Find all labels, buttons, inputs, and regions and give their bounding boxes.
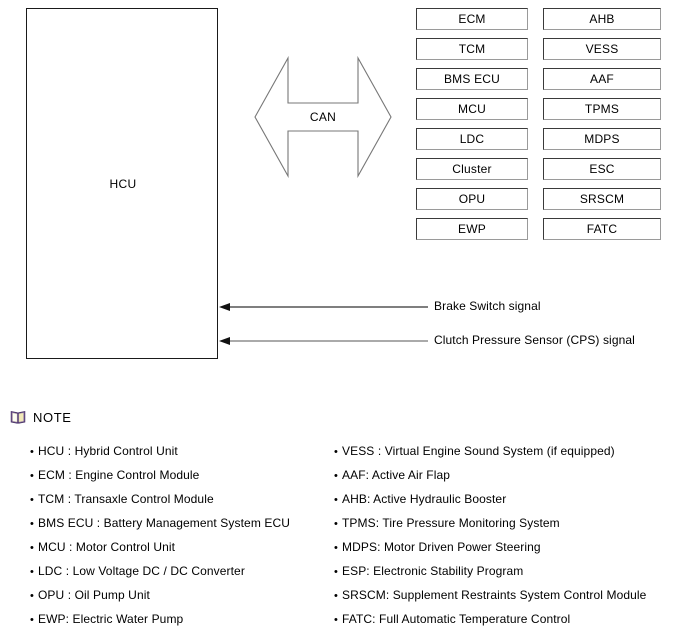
module-box[interactable]: ECM [416,8,528,30]
note-item-text: HCU : Hybrid Control Unit [38,444,178,458]
note-item-text: LDC : Low Voltage DC / DC Converter [38,564,245,578]
note-item: • TCM : Transaxle Control Module [30,487,290,511]
note-item: • HCU : Hybrid Control Unit [30,439,290,463]
module-box[interactable]: LDC [416,128,528,150]
note-item: • MCU : Motor Control Unit [30,535,290,559]
note-item-text: VESS : Virtual Engine Sound System (if e… [342,444,615,458]
note-item-text: MCU : Motor Control Unit [38,540,176,554]
bullet-icon: • [30,446,34,458]
note-item: • EWP: Electric Water Pump [30,607,290,631]
module-box[interactable]: MCU [416,98,528,120]
note-list-right: • VESS : Virtual Engine Sound System (if … [334,439,646,631]
signal-label: Clutch Pressure Sensor (CPS) signal [434,333,635,347]
hcu-label: HCU [109,177,137,191]
note-item-text: ESP: Electronic Stability Program [342,564,524,578]
note-item-text: AAF: Active Air Flap [342,468,451,482]
note-item-text: ECM : Engine Control Module [38,468,200,482]
note-item-text: TPMS: Tire Pressure Monitoring System [342,516,560,530]
note-item-text: SRSCM: Supplement Restraints System Cont… [342,588,647,602]
module-box[interactable]: TCM [416,38,528,60]
note-item: • MDPS: Motor Driven Power Steering [334,535,646,559]
bullet-icon: • [30,566,34,578]
bullet-icon: • [334,518,338,530]
note-item: • TPMS: Tire Pressure Monitoring System [334,511,646,535]
note-item: • ECM : Engine Control Module [30,463,290,487]
bullet-icon: • [334,590,338,602]
module-box[interactable]: ESC [543,158,661,180]
bullet-icon: • [30,614,34,626]
bullet-icon: • [30,518,34,530]
open-book-icon [10,411,26,424]
module-box[interactable]: FATC [543,218,661,240]
bullet-icon: • [334,470,338,482]
left-arrow-icon [219,303,428,311]
note-item: • VESS : Virtual Engine Sound System (if … [334,439,646,463]
module-column-right: AHB VESS AAF TPMS MDPS ESC SRSCM FATC [543,8,661,240]
note-item: • AAF: Active Air Flap [334,463,646,487]
note-item: • FATC: Full Automatic Temperature Contro… [334,607,646,631]
note-item: • BMS ECU : Battery Management System ECU [30,511,290,535]
module-box[interactable]: AAF [543,68,661,90]
note-item-text: EWP: Electric Water Pump [38,612,184,626]
hcu-block: HCU [26,8,218,359]
note-item-text: AHB: Active Hydraulic Booster [342,492,507,506]
note-item: • ESP: Electronic Stability Program [334,559,646,583]
note-item-text: BMS ECU : Battery Management System ECU [38,516,290,530]
bullet-icon: • [334,494,338,506]
note-item: • SRSCM: Supplement Restraints System Con… [334,583,646,607]
module-box[interactable]: TPMS [543,98,661,120]
bullet-icon: • [30,590,34,602]
bullet-icon: • [30,542,34,554]
note-list-left: • HCU : Hybrid Control Unit • ECM : Engine… [30,439,290,631]
module-box[interactable]: AHB [543,8,661,30]
bullet-icon: • [334,614,338,626]
module-column-left: ECM TCM BMS ECU MCU LDC Cluster OPU EWP [416,8,528,240]
note-item-text: TCM : Transaxle Control Module [38,492,214,506]
note-header: NOTE [10,409,72,425]
left-arrow-icon [219,337,428,345]
bullet-icon: • [334,542,338,554]
module-box[interactable]: Cluster [416,158,528,180]
module-box[interactable]: SRSCM [543,188,661,210]
module-box[interactable]: EWP [416,218,528,240]
bullet-icon: • [30,494,34,506]
can-bidirectional-arrow-icon [253,56,393,178]
note-item: • OPU : Oil Pump Unit [30,583,290,607]
signal-label: Brake Switch signal [434,299,541,313]
note-title: NOTE [33,409,72,425]
module-box[interactable]: MDPS [543,128,661,150]
bullet-icon: • [334,566,338,578]
note-item: • AHB: Active Hydraulic Booster [334,487,646,511]
note-item: • LDC : Low Voltage DC / DC Converter [30,559,290,583]
note-item-text: MDPS: Motor Driven Power Steering [342,540,541,554]
note-item-text: FATC: Full Automatic Temperature Control [342,612,571,626]
bullet-icon: • [334,446,338,458]
can-label: CAN [309,110,337,124]
module-box[interactable]: BMS ECU [416,68,528,90]
module-box[interactable]: OPU [416,188,528,210]
note-item-text: OPU : Oil Pump Unit [38,588,150,602]
module-box[interactable]: VESS [543,38,661,60]
bullet-icon: • [30,470,34,482]
